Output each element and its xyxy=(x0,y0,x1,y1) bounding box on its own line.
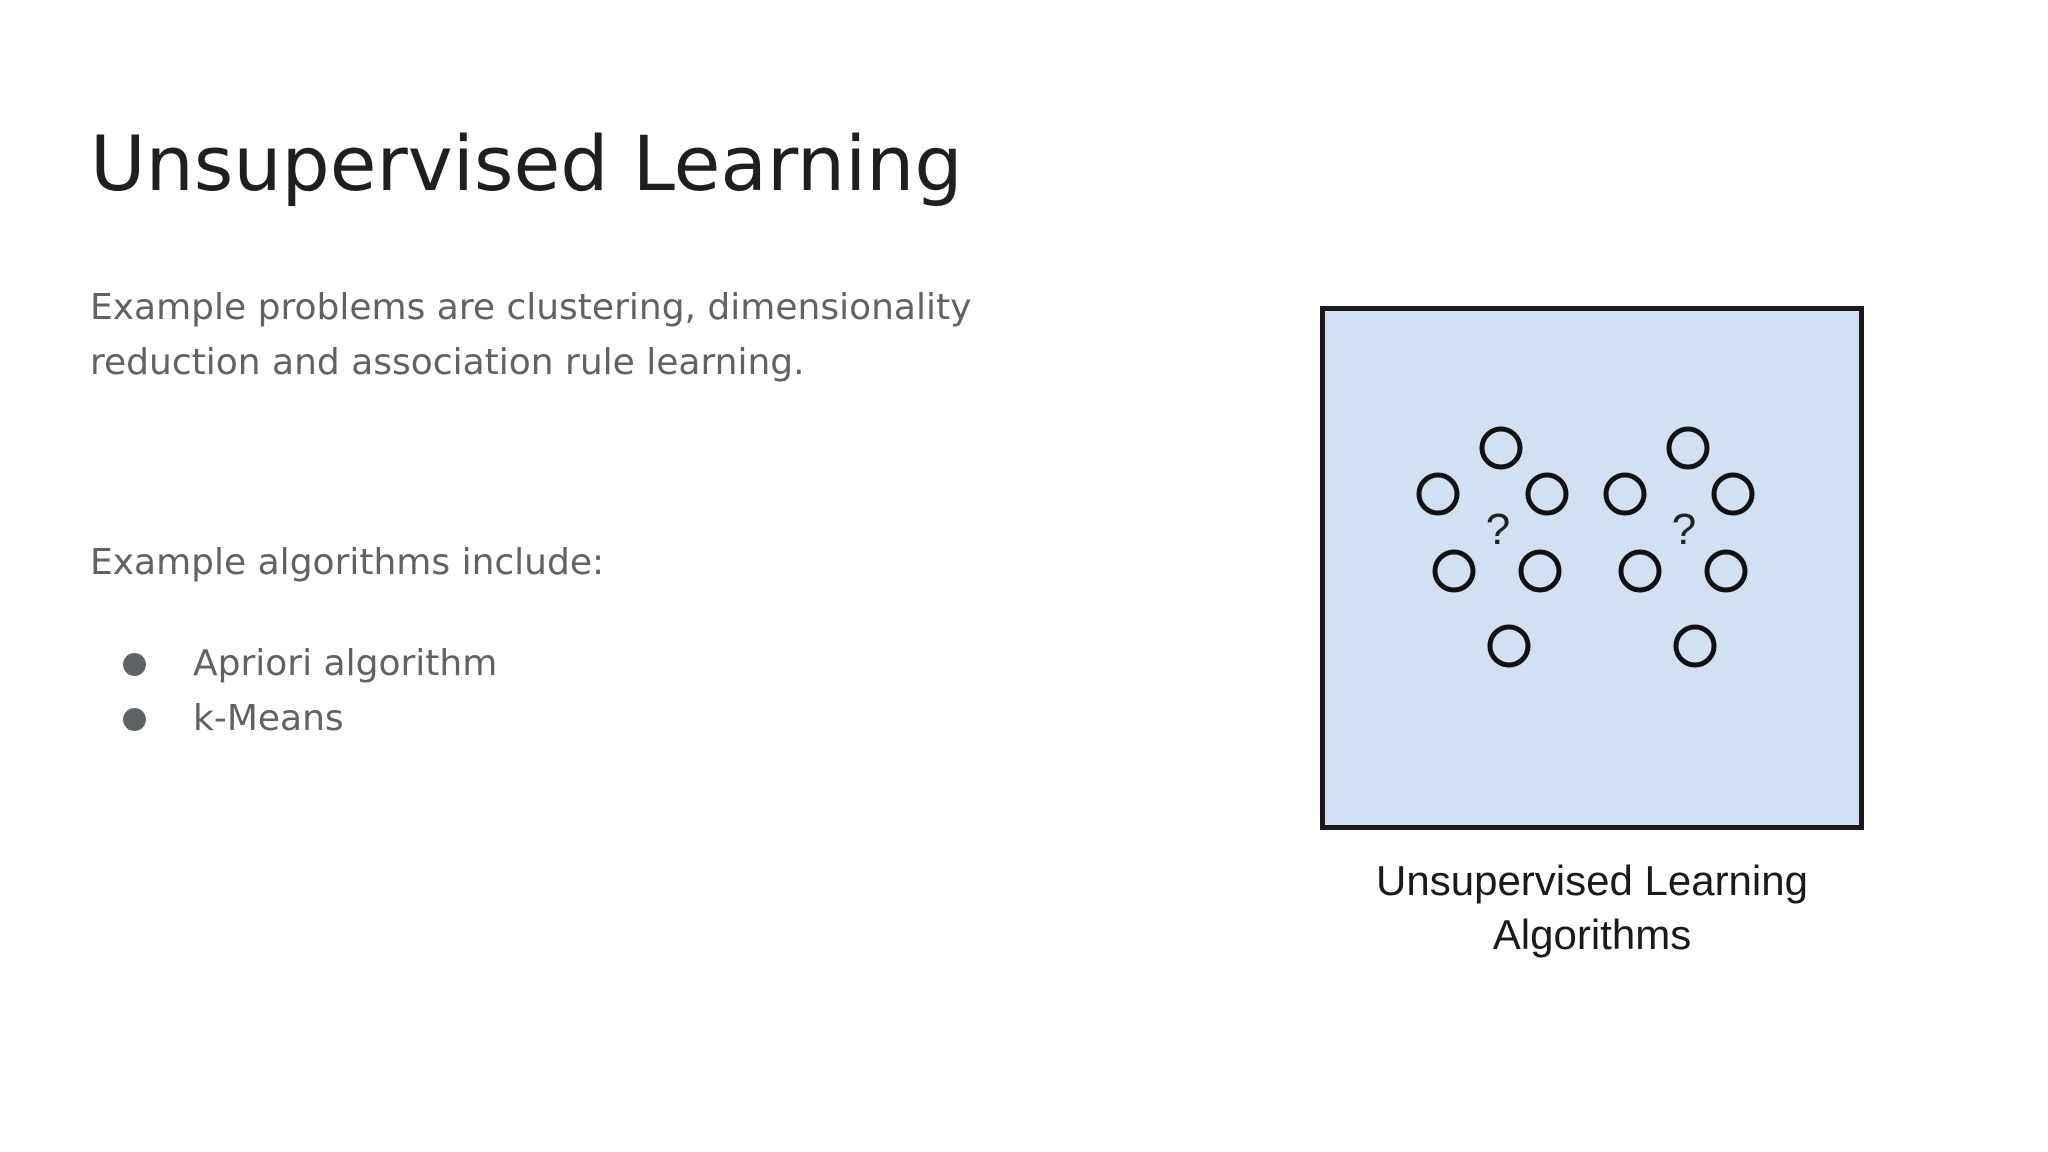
slide-title: Unsupervised Learning xyxy=(90,119,963,208)
data-point-icon xyxy=(1704,549,1748,593)
unsupervised-learning-figure: ? ? Unsupervised Learning Algorithms xyxy=(1320,306,1864,962)
caption-line: Algorithms xyxy=(1492,911,1692,958)
question-mark-icon: ? xyxy=(1486,505,1510,554)
algorithms-intro-text: Example algorithms include: xyxy=(90,542,605,583)
data-point-icon xyxy=(1432,549,1476,593)
list-item-label: k-Means xyxy=(193,698,344,739)
diagram-box xyxy=(1320,306,1864,830)
algorithm-list: Apriori algorithm k-Means xyxy=(90,636,497,746)
data-point-icon xyxy=(1416,472,1460,516)
data-point-icon xyxy=(1673,624,1717,668)
description-text: Example problems are clustering, dimensi… xyxy=(90,287,972,383)
caption-line: Unsupervised Learning xyxy=(1376,857,1808,904)
data-point-icon xyxy=(1487,624,1531,668)
data-point-icon xyxy=(1618,549,1662,593)
data-point-icon xyxy=(1518,549,1562,593)
bullet-icon xyxy=(123,708,146,731)
data-point-icon xyxy=(1479,426,1523,470)
list-item: Apriori algorithm xyxy=(90,636,497,691)
list-item-label: Apriori algorithm xyxy=(193,643,498,684)
list-item: k-Means xyxy=(90,691,497,746)
data-point-icon xyxy=(1525,472,1569,516)
cluster-diagram: ? ? xyxy=(1320,306,1864,830)
data-point-icon xyxy=(1711,472,1755,516)
bullet-icon xyxy=(123,653,146,676)
data-point-icon xyxy=(1603,472,1647,516)
question-mark-icon: ? xyxy=(1672,505,1696,554)
figure-caption: Unsupervised Learning Algorithms xyxy=(1320,854,1864,962)
data-point-icon xyxy=(1666,426,1710,470)
